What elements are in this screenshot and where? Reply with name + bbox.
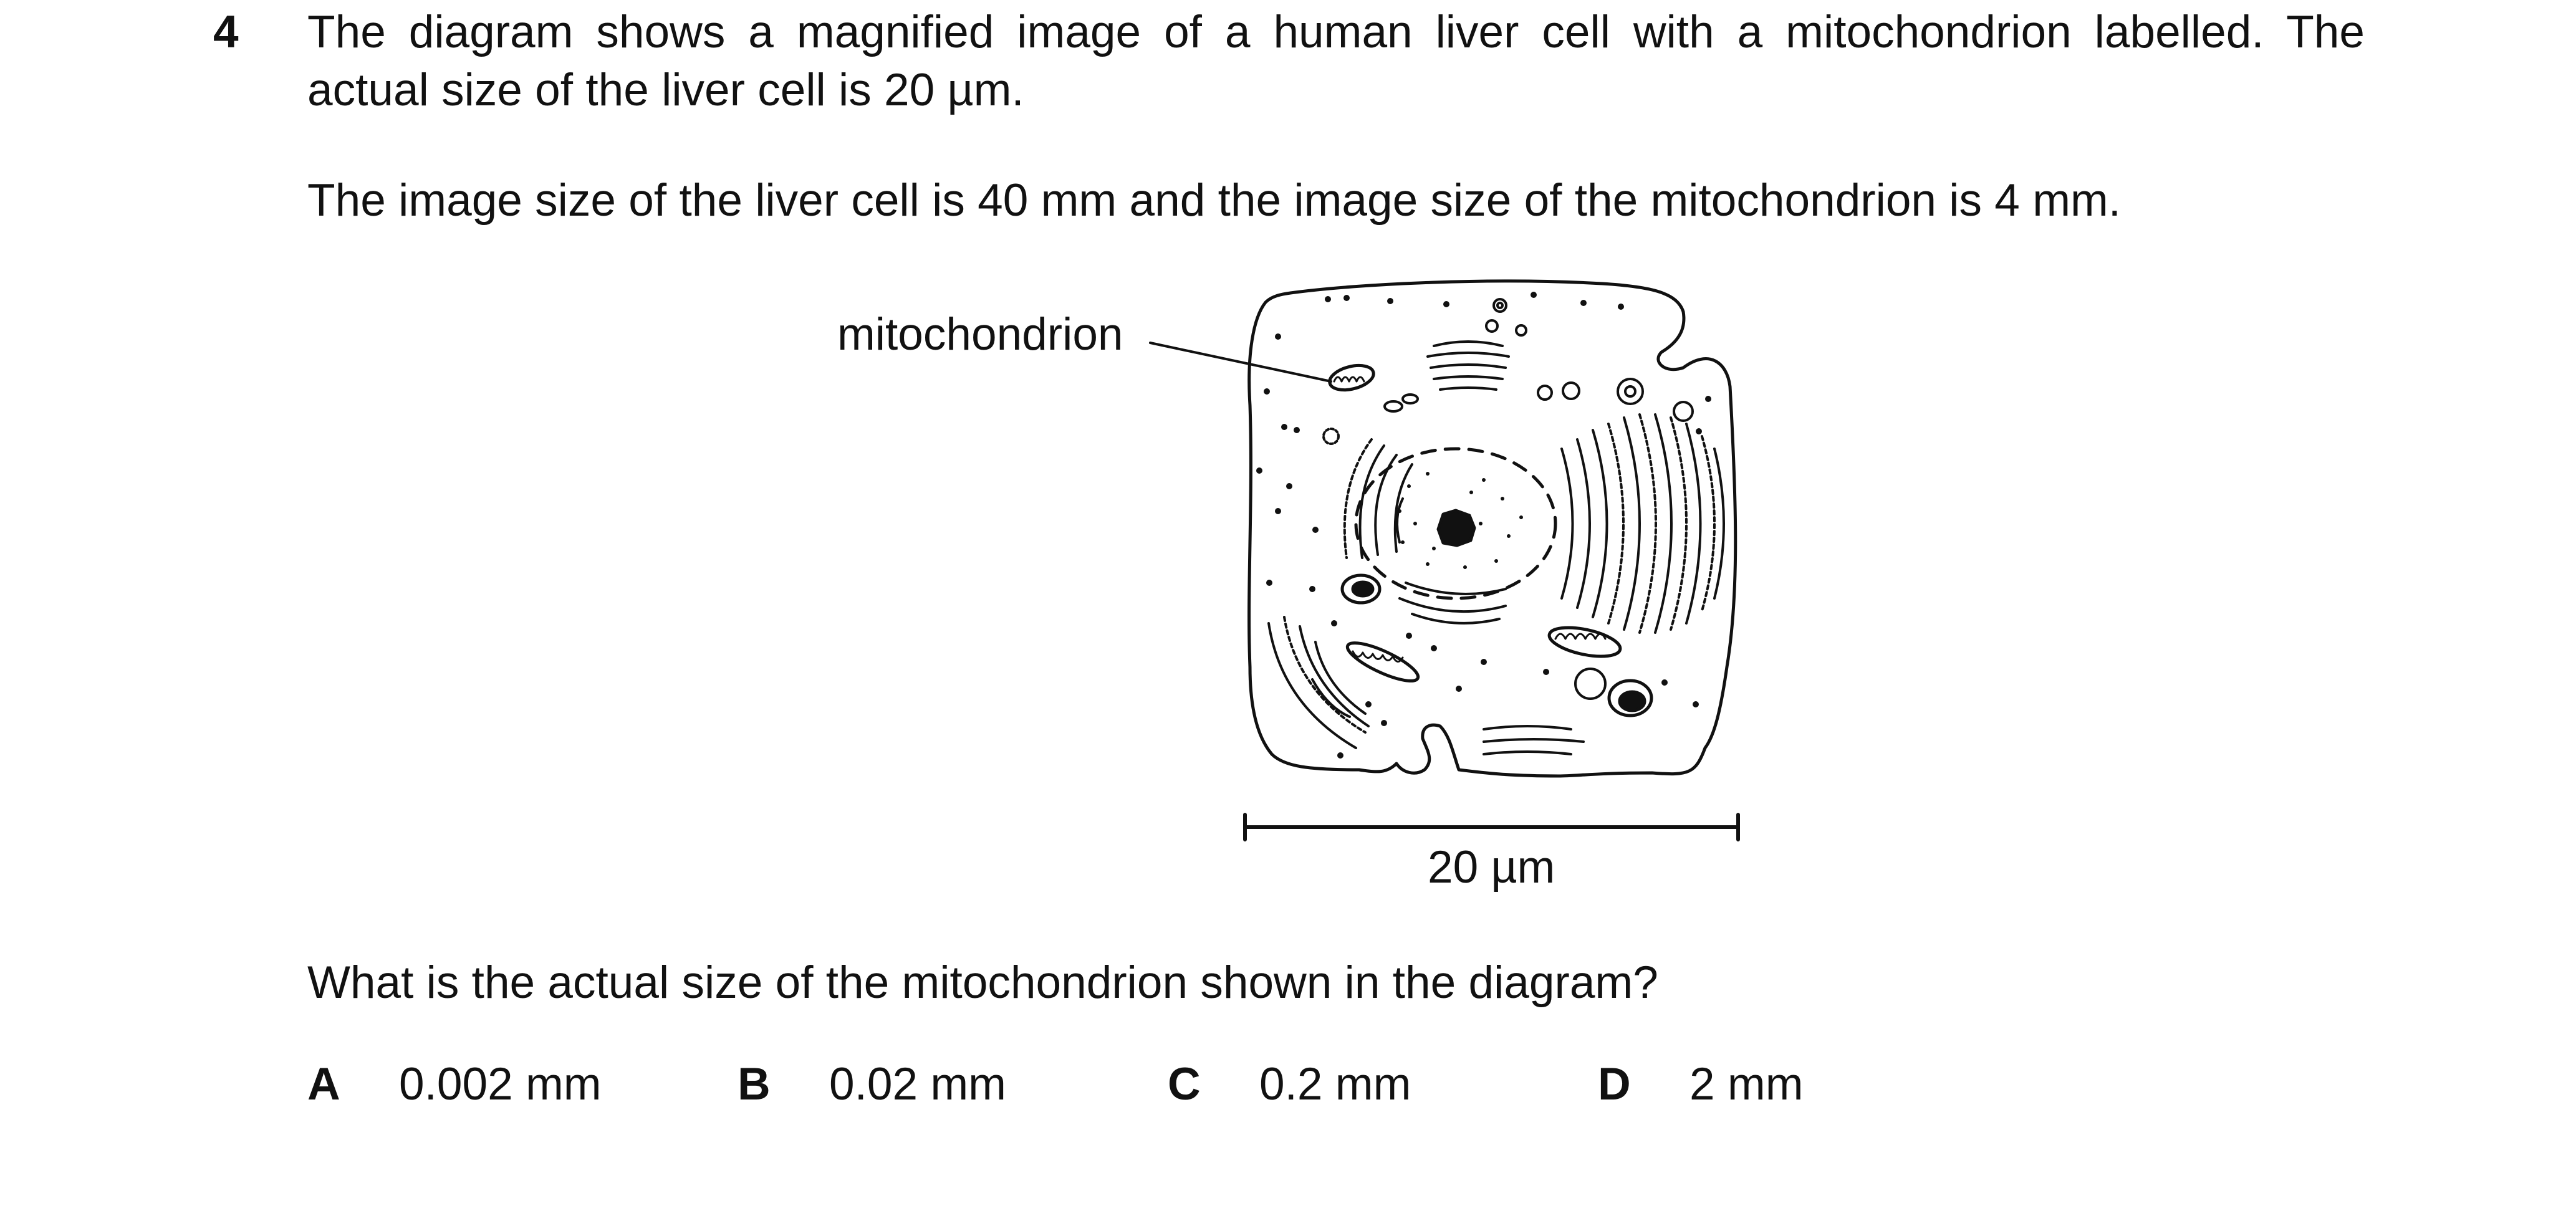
option-d-letter: D <box>1598 1059 1631 1109</box>
lysosomes <box>1340 573 1653 717</box>
mitochondrion-lower-right <box>1547 626 1622 658</box>
option-b-letter: B <box>738 1059 771 1109</box>
mitochondrion-labelled <box>1328 363 1375 392</box>
question-prompt: What is the actual size of the mitochond… <box>307 957 1658 1008</box>
cell-membrane <box>1247 279 1737 778</box>
vesicles <box>1322 298 1694 700</box>
question-intro-line-2: actual size of the liver cell is 20 µm. <box>307 65 1024 115</box>
rough-er-left <box>1343 438 1413 559</box>
option-b-value: 0.02 mm <box>829 1059 1006 1109</box>
rough-er-right <box>1560 413 1725 634</box>
mitochondrion-lower-left <box>1345 641 1420 683</box>
option-c-value: 0.2 mm <box>1259 1059 1411 1109</box>
nucleolus <box>1436 509 1476 547</box>
option-d-value: 2 mm <box>1689 1059 1804 1109</box>
golgi-apparatus-top <box>1426 340 1510 391</box>
question-number: 4 <box>213 7 239 57</box>
option-c-letter: C <box>1168 1059 1201 1109</box>
cytoplasm-granules <box>1256 292 1711 759</box>
scale-bar-label: 20 µm <box>1428 842 1555 893</box>
er-lower-left <box>1267 616 1370 749</box>
scale-bar <box>1243 813 1740 841</box>
er-lower-centre <box>1398 582 1585 755</box>
nucleus-envelope <box>1354 447 1557 600</box>
mitochondrion-label: mitochondrion <box>837 309 1123 360</box>
question-intro-line-3: The image size of the liver cell is 40 m… <box>307 175 2122 226</box>
option-a-value: 0.002 mm <box>399 1059 602 1109</box>
mitochondrion-leader-line <box>1149 342 1332 383</box>
question-intro-line-1: The diagram shows a magnified image of a… <box>307 7 2365 57</box>
option-a-letter: A <box>307 1059 340 1109</box>
